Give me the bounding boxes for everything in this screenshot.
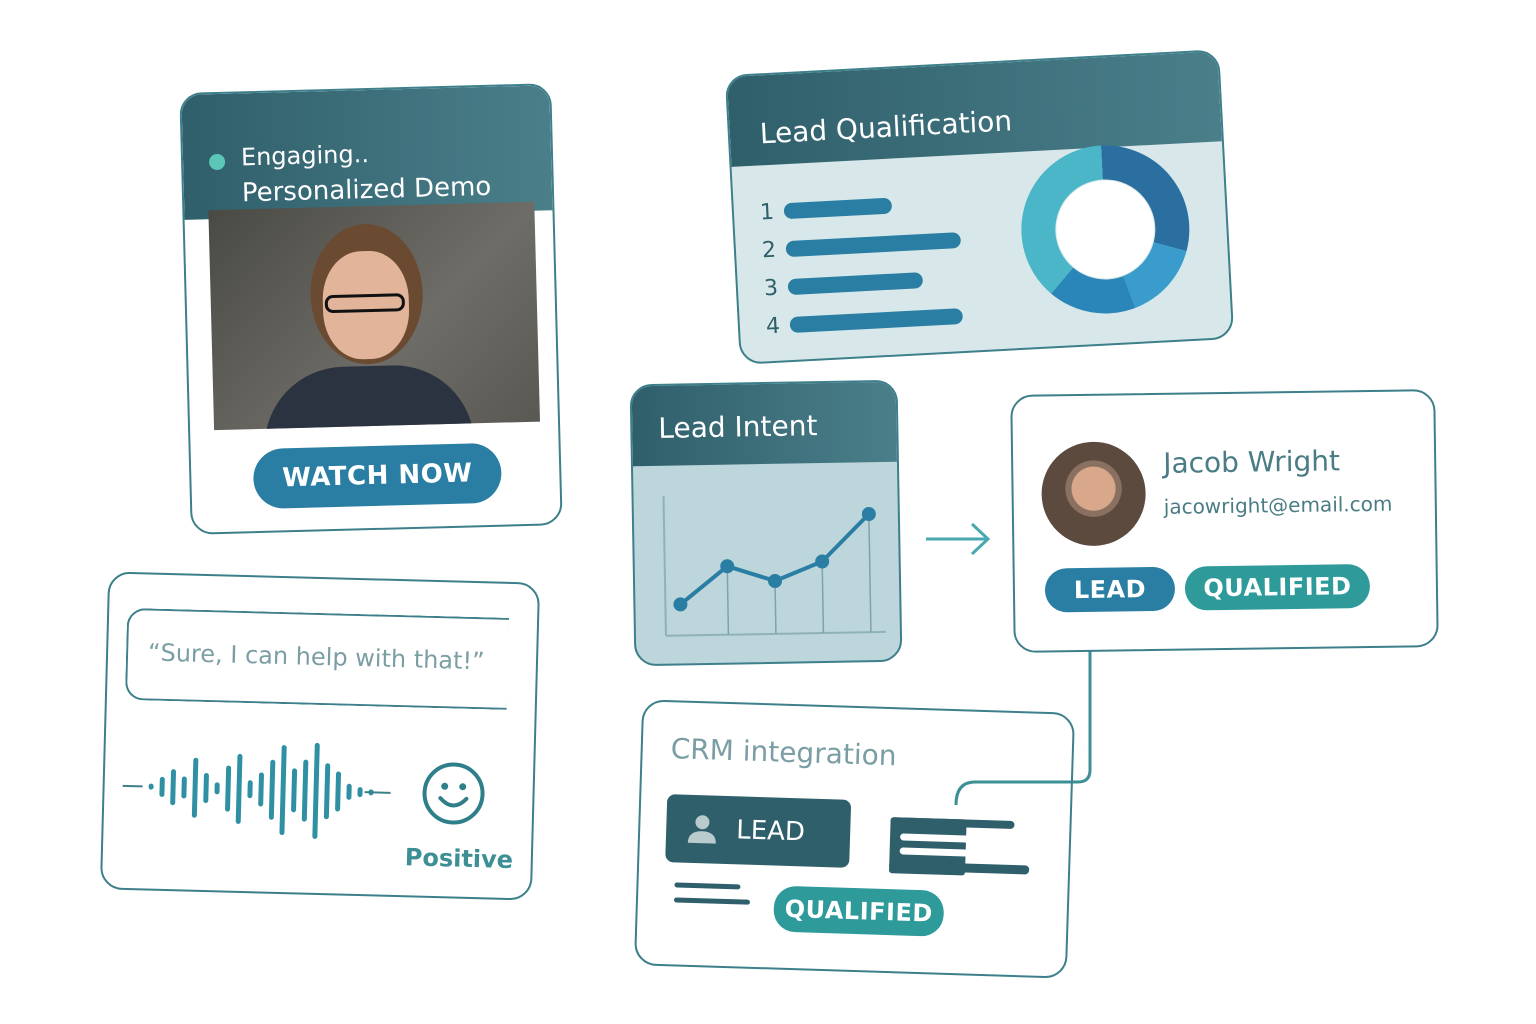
qualification-item-bar [787,272,924,296]
presenter-jacket [262,363,475,431]
qualification-item-bar [783,197,893,220]
crm-integration-card: CRM integration LEAD QUALIFIED [633,699,1076,979]
smiley-face-icon [422,762,485,825]
waveform-bar [247,780,253,799]
intent-point [720,559,735,574]
waveform-bar [357,787,363,798]
intent-point [815,554,830,569]
waveform-bar [170,769,177,806]
lead-qualification-title: Lead Qualification [759,104,1013,151]
crm-text-lines [673,882,751,905]
lead-badge: LEAD [1044,566,1176,613]
user-icon [687,815,716,844]
watch-now-button[interactable]: WATCH NOW [252,442,503,510]
waveform-baseline [364,791,391,794]
intent-point [861,506,876,521]
qualification-donut-chart [1021,145,1190,314]
qualification-item-label: 1 [759,199,775,225]
lead-qualification-card: Lead Qualification 1 2 3 4 [724,49,1235,365]
arrow-right-icon [926,522,991,556]
contact-card: Jacob Wright jacowright@email.com LEAD Q… [1010,389,1439,653]
crm-connector-line [954,650,1092,806]
waveform-bar [335,771,342,812]
donut-segment [1021,145,1103,294]
crm-title: CRM integration [670,732,898,773]
qualification-list: 1 2 3 4 [759,182,987,345]
drop-line [821,561,825,634]
crm-lead-record[interactable]: LEAD [665,794,852,868]
waveform-bar [181,776,187,799]
waveform-bar [148,783,154,790]
demo-status: Engaging.. [240,140,370,172]
lead-intent-card: Lead Intent [629,379,903,667]
crm-qualified-badge: QUALIFIED [773,885,945,937]
lead-intent-header: Lead Intent [631,381,897,467]
waveform-bar [258,772,264,807]
donut-hole [1056,180,1155,279]
waveform-bar [301,759,309,822]
waveform-bar [323,763,331,820]
audio-waveform [122,742,391,839]
waveform-bar [235,753,243,824]
waveform-bar [159,776,165,797]
crm-lead-label: LEAD [735,815,806,848]
personalized-demo-card: Engaging.. Personalized Demo WATCH NOW [179,83,563,535]
qualified-badge: QUALIFIED [1184,563,1371,611]
qualification-item-label: 2 [761,237,777,263]
drop-line [774,580,777,634]
waveform-bar [214,782,220,795]
demo-card-header: Engaging.. Personalized Demo [181,85,553,220]
waveform-bar [203,773,209,804]
qualification-item-bar [789,308,963,334]
qualification-item-label: 4 [765,313,781,339]
donut-segment [1123,242,1187,308]
waveform-bar [346,783,352,800]
sentiment-label: Positive [404,843,514,875]
waveform-bar [291,768,298,813]
status-dot-icon [208,153,226,171]
lead-intent-chart [662,495,886,637]
intent-point [673,597,688,612]
qualification-item-bar [785,232,961,258]
waveform-bar [279,745,287,836]
contact-email[interactable]: jacowright@email.com [1163,491,1393,519]
waveform-bar [312,742,320,839]
waveform-bar [268,759,276,820]
y-axis [662,495,667,636]
waveform-baseline [122,784,143,788]
drop-line [726,566,730,635]
donut-segment [1051,267,1136,314]
qualification-item-label: 3 [763,275,779,301]
crm-record-lines-icon [888,817,1031,877]
lead-intent-title: Lead Intent [658,409,818,445]
presenter-video[interactable] [208,201,541,431]
waveform-bar [191,757,199,818]
contact-name: Jacob Wright [1162,444,1341,480]
drop-line [868,513,872,633]
waveform-bar [225,765,232,812]
conversation-sentiment-card: “Sure, I can help with that!” Positive [99,571,541,901]
donut-segment [1100,145,1190,252]
glasses-icon [324,293,406,314]
intent-point [768,573,783,588]
contact-avatar [1040,441,1147,547]
